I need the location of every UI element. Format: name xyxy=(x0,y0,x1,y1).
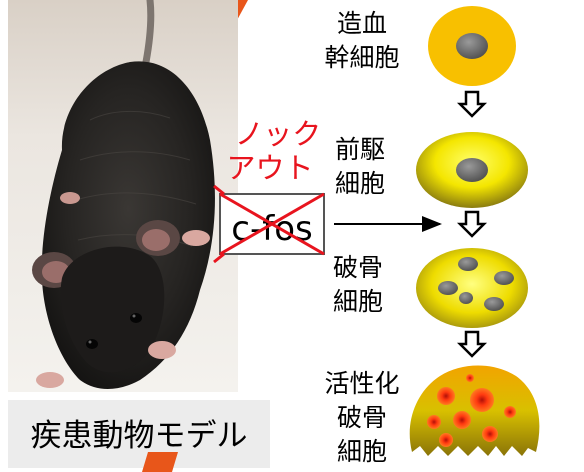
knockout-label-line2: アウト xyxy=(226,151,313,185)
stage4-label-line2: 破骨 xyxy=(337,403,387,432)
progenitor-cell xyxy=(416,132,528,208)
stage3-label-line1: 破骨 xyxy=(333,253,383,282)
mouse-photo xyxy=(8,0,238,392)
down-arrow-3 xyxy=(460,332,484,356)
osteoclast-cell xyxy=(416,248,528,328)
activated-osteoclast-cell xyxy=(410,366,540,457)
down-arrow-1 xyxy=(460,92,484,116)
stage2-label-line2: 細胞 xyxy=(335,169,385,198)
stage2-label-line1: 前駆 xyxy=(335,135,385,164)
stage1-label-line2: 幹細胞 xyxy=(324,43,399,72)
down-arrow-2 xyxy=(460,212,484,236)
stem-cell xyxy=(428,6,516,86)
gene-label: c-fos xyxy=(231,209,312,249)
knockout-label-line1: ノック xyxy=(235,117,321,151)
stage3-label-line2: 細胞 xyxy=(333,287,383,316)
stage4-label-line1: 活性化 xyxy=(324,369,399,398)
model-caption: 疾患動物モデル xyxy=(31,418,248,454)
stage4-label-line3: 細胞 xyxy=(337,437,387,466)
orange-accent-bottom xyxy=(142,452,178,472)
stage1-label-line1: 造血 xyxy=(337,9,387,38)
